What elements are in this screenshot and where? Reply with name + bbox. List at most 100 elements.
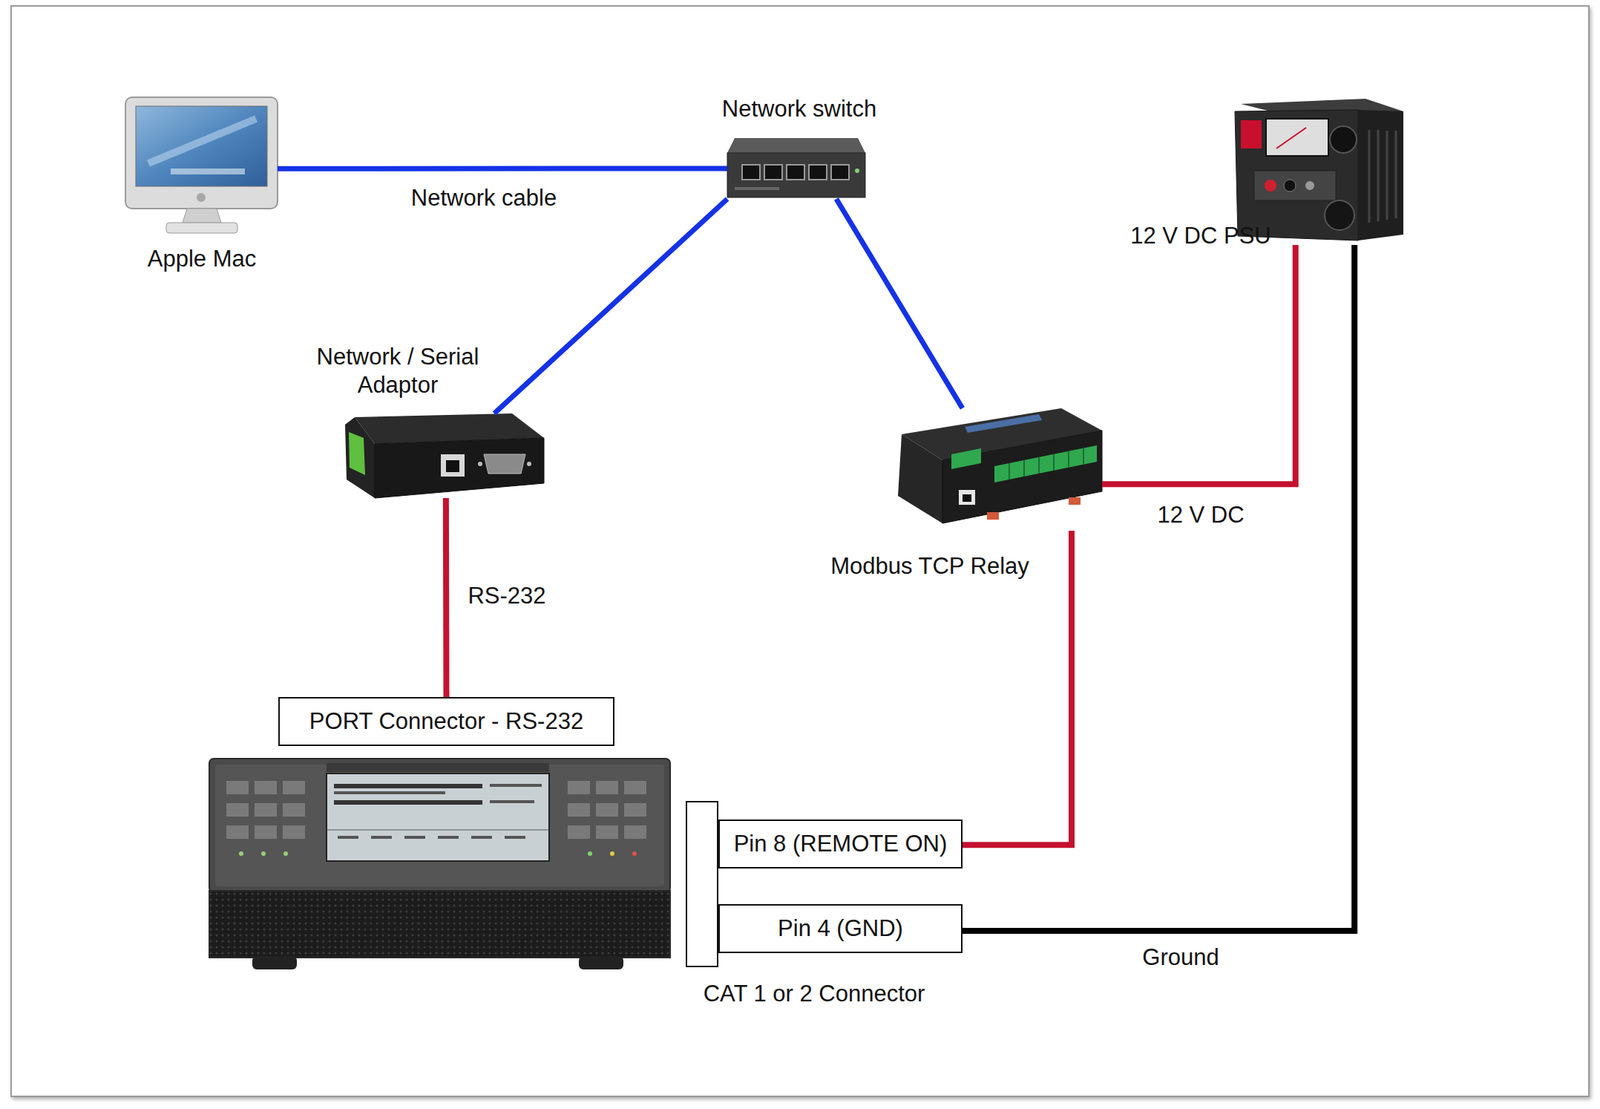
adaptor-illustration-part [477,461,483,467]
node-label: Pin 8 (REMOTE ON) [733,829,948,858]
switch-illustration-part [854,168,860,173]
psu-illustration-part [1368,129,1371,223]
relay-illustration-part [942,430,1103,524]
psu-illustration [1234,98,1404,241]
node-label: Apple Mac [0,244,462,274]
pin-box: Pin 8 (REMOTE ON) [718,819,963,869]
psu-illustration-part [1305,181,1315,190]
pin-box: Pin 4 (GND) [718,903,963,953]
cable-line [836,198,963,409]
amplifier-illustration-part [333,783,483,789]
amplifier-illustration-part [624,780,647,795]
relay-illustration-part [1053,454,1055,471]
amplifier-illustration-part [595,802,619,817]
amplifier-illustration-part [371,835,392,839]
relay-illustration-part [1008,463,1011,480]
relay-illustration [897,408,1103,524]
amplifier-illustration-part [437,835,459,839]
amplifier-illustration-part [610,851,615,856]
connector-box: PORT Connector - RS-232 [278,696,615,746]
amplifier-illustration-part [326,762,550,772]
amplifier-illustration-part [254,802,277,817]
switch-illustration-part [764,164,783,180]
node-label: Network switch [539,94,1059,124]
node-label: Network / Serial Adaptor [293,342,502,400]
amplifier-illustration-part [567,825,590,839]
amplifier-illustration-part [333,791,446,795]
adaptor-illustration-part [526,461,532,467]
computer-illustration-part [125,97,278,209]
relay-illustration-part [1038,457,1040,474]
adaptor-illustration-part [348,431,366,475]
amplifier-illustration-part [489,783,542,787]
relay-illustration-part [962,494,972,502]
amplifier-illustration-part [404,835,426,839]
amplifier-illustration-part [215,764,665,887]
psu-illustration-part [1324,200,1355,231]
relay-illustration-part [987,512,999,520]
node-label: Pin 4 (GND) [777,914,904,943]
cable-line [494,198,728,414]
connector-bar: CAT 1 or 2 Connector [685,800,719,967]
adaptor-node: Network / Serial Adaptor [345,413,544,498]
computer-illustration-part [148,118,257,164]
psu-illustration-part [1377,129,1380,222]
amplifier-illustration-part [326,829,550,831]
switch-illustration-part [742,164,760,180]
amplifier-illustration-part [632,851,637,856]
amplifier-illustration-part [595,780,619,795]
adaptor-illustration-part [440,454,465,477]
relay-illustration-part [964,414,1042,433]
relay-illustration-part [994,445,1097,483]
computer-illustration-part [196,192,206,202]
cable-label: Ground [1032,943,1330,972]
psu-illustration-part [1395,130,1398,219]
amplifier-illustration-part [578,955,624,970]
cable-line [277,166,728,172]
cable-line [443,497,450,697]
relay-illustration-part [1023,460,1025,477]
computer-illustration-part [170,168,245,175]
amplifier-illustration-part [283,851,288,856]
relay-illustration-part [951,448,982,470]
amplifier-illustration-part [624,802,647,817]
switch-illustration-part [831,164,849,180]
amplifier-illustration-part [254,780,277,795]
amplifier-illustration-part [252,955,297,970]
amplifier-illustration-part [489,800,535,803]
amplifier-illustration-part [624,825,647,839]
cable-line [1102,244,1296,484]
amplifier-illustration-part [337,835,359,839]
amplifier-illustration-part [261,851,266,856]
node-label: 12 V DC PSU [941,221,1461,251]
relay-illustration-part [1082,448,1085,465]
cable-label: Network cable [335,184,633,213]
switch-illustration-part [727,138,866,153]
amplifier-illustration [209,758,671,970]
cable-label: RS-232 [358,581,656,611]
adaptor-illustration-part [345,417,375,498]
psu-illustration-part [1240,120,1262,149]
amplifier-illustration-part [282,780,306,795]
cable-line [962,244,1355,931]
switch-illustration-part [808,164,827,180]
psu-illustration-part [1283,179,1296,192]
psu-illustration-part [1234,109,1359,241]
switch-illustration-part [727,152,866,198]
psu-illustration-part [1386,130,1389,220]
node-label: Modbus TCP Relay [670,552,1190,581]
psu-node: 12 V DC PSU [1234,98,1404,245]
amplifier-illustration-part [333,800,483,805]
adaptor-illustration [345,413,544,498]
switch-illustration-part [734,187,780,190]
adaptor-illustration-part [446,460,460,472]
amplifier-illustration-part [226,802,249,817]
computer-illustration-part [135,106,268,187]
amplifier-illustration-part [567,802,590,817]
amplifier-illustration-part [209,758,671,893]
psu-illustration-part [1358,109,1404,241]
psu-illustration-part [1276,127,1307,149]
amplifier-illustration-part [567,780,590,795]
psu-illustration-part [1329,126,1357,153]
